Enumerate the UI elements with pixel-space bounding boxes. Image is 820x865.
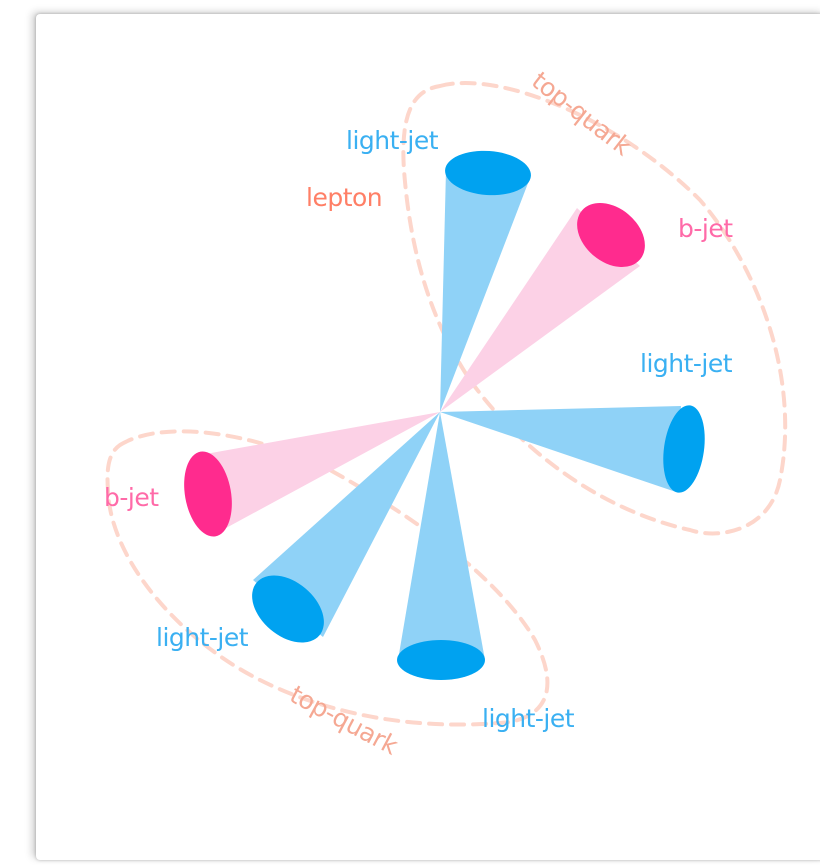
b-jet-cap-left	[184, 451, 232, 537]
label-light-jet-top: light-jet	[346, 126, 439, 155]
light-jet-cone-bottom	[398, 412, 485, 660]
label-top-quark-upper: top-quark	[526, 66, 637, 162]
label-lepton: lepton	[306, 183, 382, 212]
light-jet-cone-lower-left	[253, 412, 440, 637]
light-jet-cap-lower-left	[252, 575, 324, 643]
b-jet-cone-left	[200, 412, 440, 534]
light-jet-cone-right	[440, 406, 681, 492]
label-light-jet-bottom: light-jet	[482, 704, 575, 733]
top-quark-loop-upper	[401, 81, 788, 536]
label-b-jet-right: b-jet	[678, 214, 733, 243]
light-jet-cap-bottom	[397, 640, 485, 680]
b-jet-cone-upper-right	[440, 208, 640, 412]
light-jet-cap-top	[445, 150, 531, 196]
label-light-jet-lower-left: light-jet	[156, 623, 249, 652]
light-jet-cap-right	[663, 405, 705, 493]
label-b-jet-left: b-jet	[104, 483, 159, 512]
light-jet-cone-top	[440, 170, 530, 412]
label-light-jet-right: light-jet	[640, 349, 733, 378]
b-jet-cap-upper-right	[577, 202, 645, 268]
